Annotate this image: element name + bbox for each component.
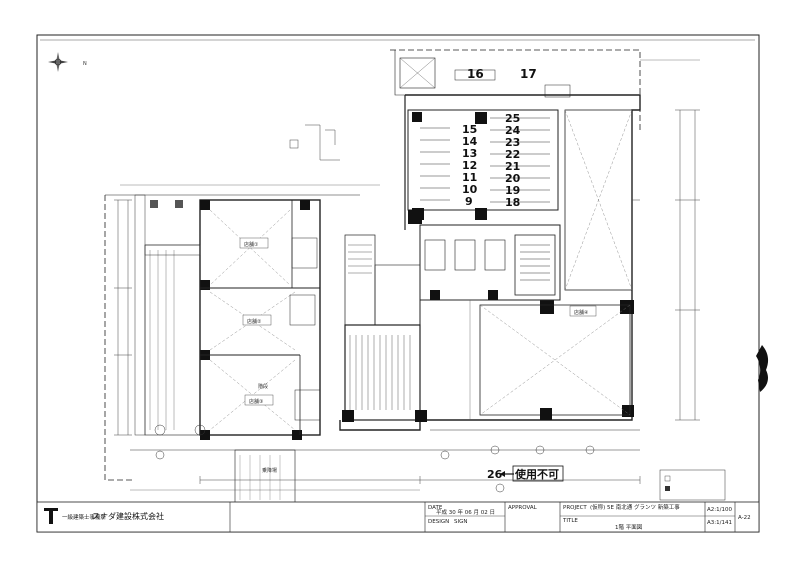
date-value: 平成 30 年 06 月 02 日 xyxy=(436,508,495,516)
bottom-dimension-lines xyxy=(199,476,641,484)
spot-number: 17 xyxy=(520,67,537,81)
spot-numbers-right: 25 24 23 22 21 20 19 18 xyxy=(505,112,521,209)
spot-number: 21 xyxy=(505,160,520,173)
spot-number: 14 xyxy=(462,135,478,148)
bicycle-parking-area xyxy=(407,109,559,220)
company-name: スナダ建設株式会社 xyxy=(92,511,164,521)
spot-number: 22 xyxy=(505,148,520,161)
spot-number: 9 xyxy=(465,195,473,208)
spot-number: 26 xyxy=(487,468,503,481)
title-label: TITLE xyxy=(562,518,578,524)
unusable-note: 使用不可 xyxy=(514,467,559,481)
spot-numbers-left: 15 14 13 12 11 10 9 xyxy=(462,123,478,208)
scale-a3: A3:1/141 xyxy=(707,520,732,526)
room-label-store4: 店舗④ xyxy=(574,309,589,316)
compass-rose-icon: N xyxy=(48,52,87,72)
spot-number: 25 xyxy=(505,112,520,125)
compass-north-label: N xyxy=(83,61,87,67)
spot-number: 16 xyxy=(467,67,484,81)
spot-number: 12 xyxy=(462,159,477,172)
large-open-area xyxy=(540,109,634,417)
right-dimension-lines xyxy=(632,109,700,421)
spot-number: 15 xyxy=(462,123,477,136)
spot-number: 24 xyxy=(505,124,521,137)
property-boundary xyxy=(104,49,700,481)
torn-edge-mark xyxy=(756,345,769,392)
company-sub: 一級建築士事務所 xyxy=(62,513,107,521)
spot-number: 23 xyxy=(505,136,520,149)
spot-number: 10 xyxy=(462,183,478,196)
room-label-store3: 店舗③ xyxy=(249,398,263,405)
room-label-store2: 店舗② xyxy=(247,318,262,325)
company-logo-icon xyxy=(44,508,58,524)
left-stores-block: 店舗① 店舗② 店舗③ 階段 xyxy=(199,199,321,440)
project-label: PROJECT xyxy=(563,505,587,511)
left-ramp-area xyxy=(134,194,201,436)
legend-box xyxy=(659,469,726,501)
title-block: スナダ建設株式会社 一級建築士事務所 DATE 平成 30 年 06 月 02 … xyxy=(36,501,760,533)
room-label-boarding: 乗降場 xyxy=(262,467,277,474)
spot-numbers-top: 16 17 xyxy=(467,67,537,81)
top-left-detail xyxy=(289,124,340,161)
core-area xyxy=(419,224,561,420)
scale-a2: A2:1/100 xyxy=(707,507,732,513)
spot-number: 18 xyxy=(505,196,520,209)
building-outline xyxy=(339,57,641,431)
project-value: (仮称) 5E 南北通 グランツ 新築工事 xyxy=(590,503,680,511)
spot-number: 11 xyxy=(462,171,477,184)
title-value: 1階 平面図 xyxy=(615,523,643,531)
sign-label: SIGN xyxy=(454,519,468,525)
spot-number: 20 xyxy=(505,172,521,185)
store-4-area: 店舗④ xyxy=(479,304,631,420)
central-stair-area xyxy=(342,210,427,422)
room-label-store1: 店舗① xyxy=(244,241,259,248)
approval-label: APPROVAL xyxy=(508,505,538,511)
design-label: DESIGN xyxy=(428,519,449,525)
date-label: DATE xyxy=(428,505,443,511)
unusable-annotation: 26 使用不可 xyxy=(487,465,564,482)
room-label-stair: 階段 xyxy=(258,383,268,390)
spot-number: 19 xyxy=(505,184,520,197)
spot-number: 13 xyxy=(462,147,477,160)
sheet-number: A-22 xyxy=(738,515,751,521)
sheet-border xyxy=(36,34,760,533)
left-dimension-lines xyxy=(114,199,132,436)
